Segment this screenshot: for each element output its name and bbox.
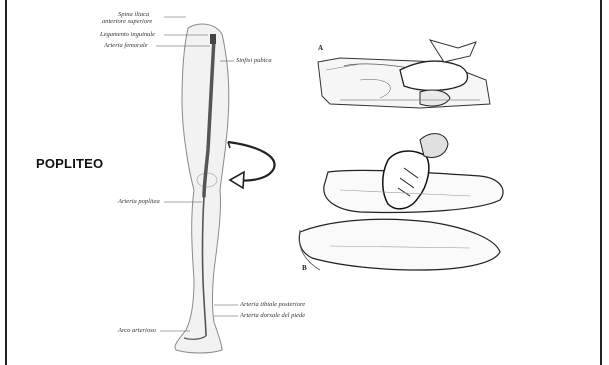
label-spina-1: Spina iliaca: [118, 11, 149, 18]
label-spina-2: anteriore superiore: [102, 18, 152, 25]
label-legamento: Legamento inguinale: [100, 31, 155, 38]
label-arteria-dorsale: Arteria dorsale del piede: [240, 312, 305, 319]
label-arteria-tibiale: Arteria tibiale posteriore: [240, 301, 305, 308]
label-sinfisi-pubica: Sinfisi pubica: [236, 57, 272, 64]
slide-title: POPLITEO: [36, 156, 103, 171]
label-arco-arterioso: Arco arterioso: [118, 327, 156, 334]
figure-b-letter: B: [302, 264, 307, 272]
label-arteria-femorale: Arteria femorale: [104, 42, 148, 49]
label-arteria-poplitea: Arteria poplitea: [118, 198, 160, 205]
